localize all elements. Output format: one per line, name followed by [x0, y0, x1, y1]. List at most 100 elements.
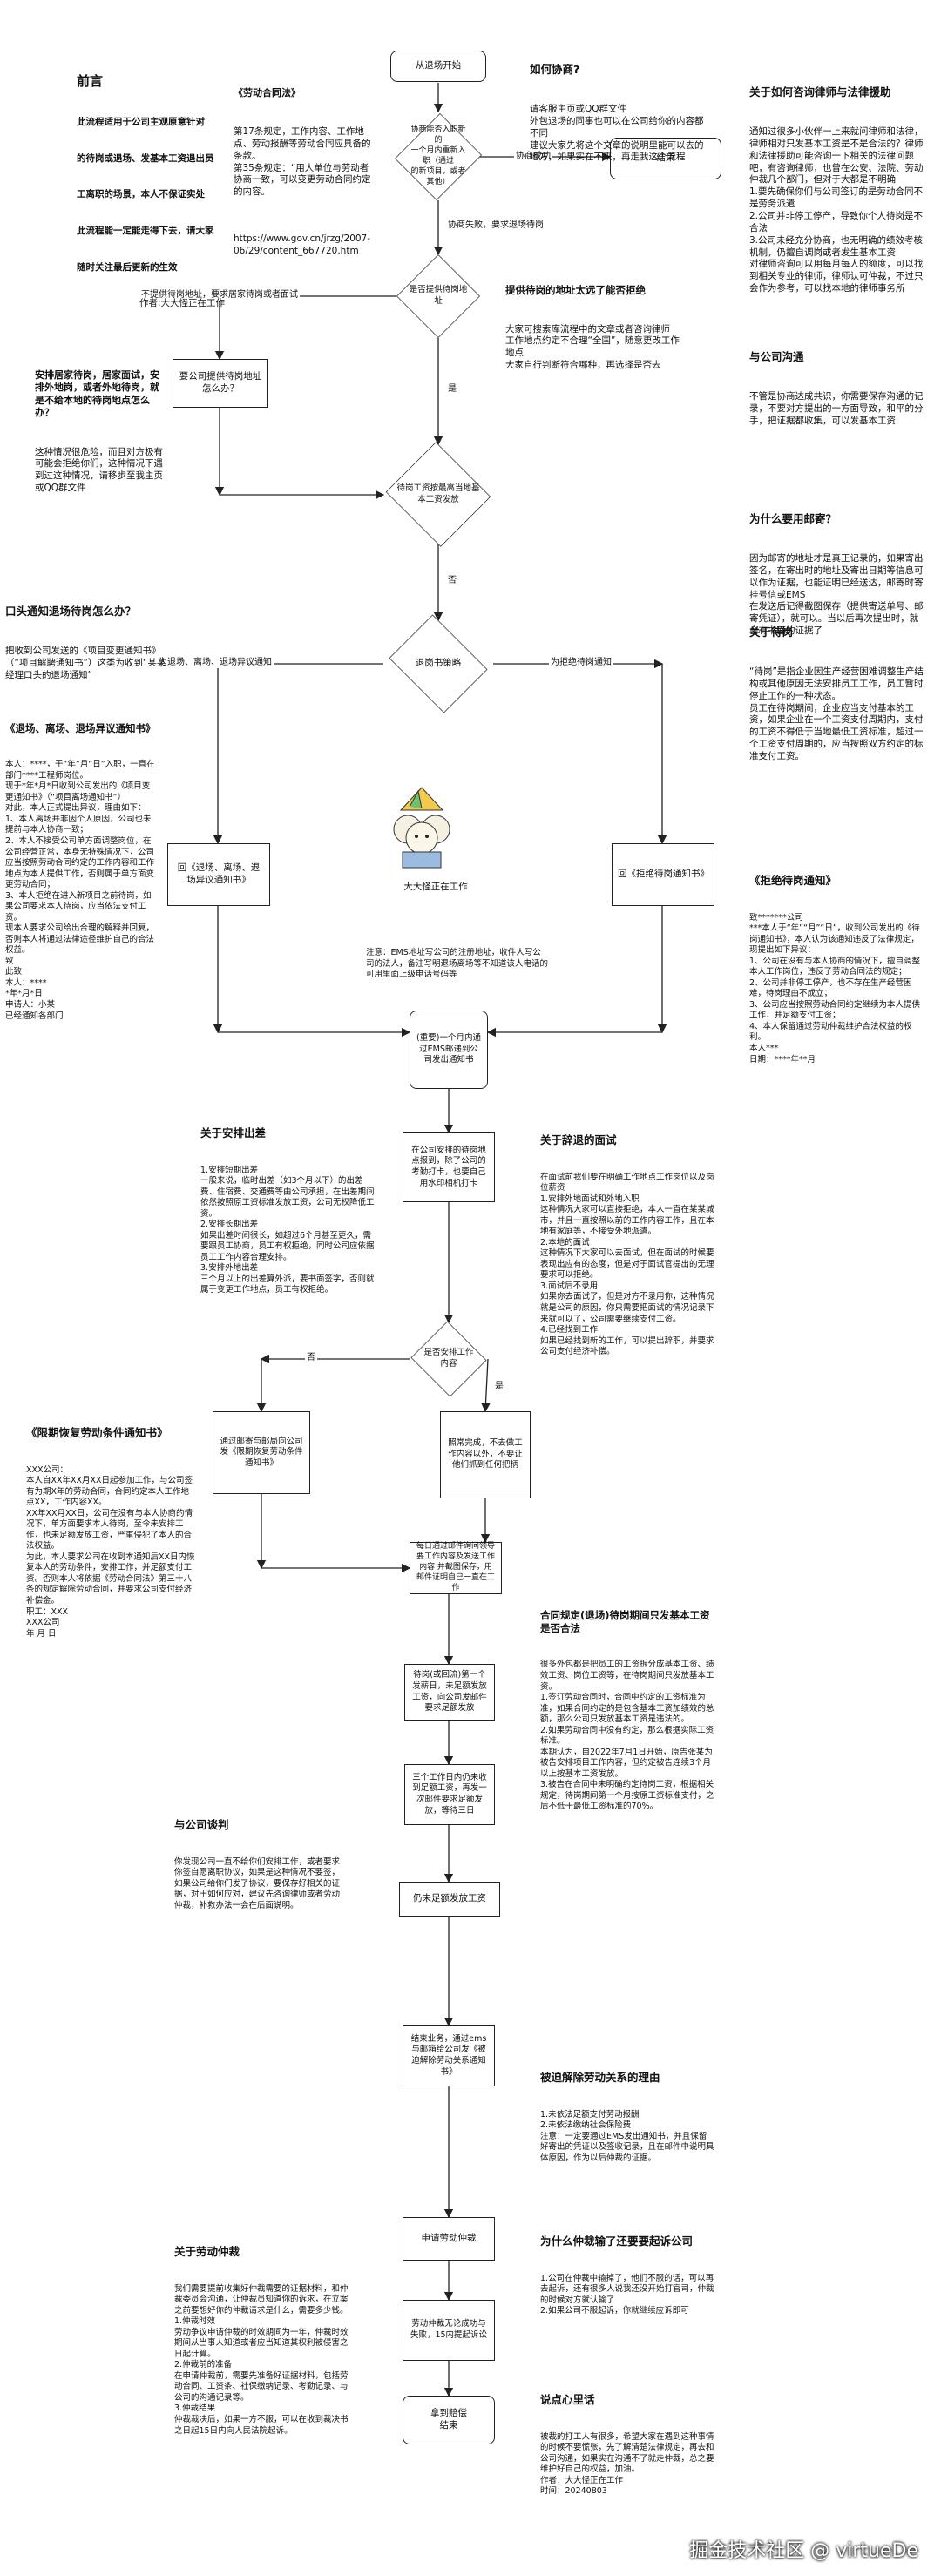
- flow-left-notice: 回《退场、离场、退场异议通知书》: [167, 843, 270, 906]
- flow-end-bottom: 拿到赔偿 结束: [403, 2396, 495, 2444]
- forced-release-title: 被迫解除劳动关系的理由: [540, 2071, 660, 2085]
- edge-label-strategy-left: 为退场、离场、退场异议通知: [157, 657, 274, 669]
- communicate-block: 与公司沟通 不管是协商达成共识，你需要保存沟通的记录，不要对方提出的一方面导致，…: [749, 326, 924, 439]
- company-talk-block: 与公司谈判 你发现公司一直不给你们安排工作，或者要求你签自愿离职协议，如果是这种…: [174, 1796, 340, 1923]
- flow-first-payday: 待岗(或回流)第一个发薪日，未足额发放工资，向公司发邮件要求足额发放: [404, 1664, 495, 1721]
- flow-decision-address-label: 是否提供待岗地址: [409, 285, 468, 306]
- flow-report-post-label: 在公司安排的待岗地点报到，除了公司的考勤打卡，也要自己用水印相机打卡: [411, 1145, 486, 1188]
- flow-report-post: 在公司安排的待岗地点报到，除了公司的考勤打卡，也要自己用水印相机打卡: [403, 1132, 495, 1202]
- flow-decision-pay: 待岗工资按最高当地基本工资发放: [383, 442, 493, 547]
- base-salary-title: 合同规定(退场)待岗期间只发基本工资是否合法: [540, 1609, 710, 1635]
- leave-objection-block: 《退场、离场、退场异议通知书》 本人：****，于“年”月“日”入职，一直在部门…: [5, 700, 158, 1033]
- flow-wait-three-days: 三个工作日内仍未收到足额工资，再发一次邮件要求足额发放，等待三日: [404, 1764, 495, 1825]
- flow-arbitration: 申请劳动仲裁: [403, 2217, 495, 2261]
- reject-wait-text: 致*******公司 ***本人于“年”“月”“日”，收到公司发出的《待岗通知书…: [749, 912, 921, 1065]
- flow-ask-address: 要公司提供待岗地址怎么办？: [173, 359, 268, 408]
- edge-label-negotiate-no: 协商失败，要求退场待岗: [446, 220, 545, 232]
- flow-send-ems-label: (重要)一个月内通过EMS邮递到公司发出通知书: [416, 1033, 481, 1065]
- flow-right-notice-label: 回《拒绝待岗通知书》: [618, 869, 709, 880]
- about-wait-block: 关于待岗 “待岗”是指企业因生产经营困难调整生产结构或其他原因无法安排员工工作，…: [749, 601, 924, 775]
- edge-label-work-yes: 是: [493, 1381, 505, 1393]
- lawyer-block: 关于如何咨询律师与法律援助 通知过很多小伙伴一上来就问律师和法律，律师相对只发基…: [749, 61, 924, 308]
- business-trip-title: 关于安排出差: [200, 1126, 267, 1140]
- edge-label-negotiate-yes: 协商成功: [514, 151, 552, 163]
- why-mail-block: 为什么要用邮寄？ 因为邮寄的地址才是真正记录的，如果寄出签名，在寄出时的地址及寄…: [749, 488, 924, 650]
- preface-line-4: 此流程能一定能走得下去，请大家: [77, 225, 214, 236]
- far-address-title: 提供待岗的地址太远了能否拒绝: [505, 283, 646, 296]
- lawyer-title: 关于如何咨询律师与法律援助: [749, 85, 891, 98]
- sue-text: 1.公司在仲裁中输掉了，他们不服的话，可以再去起诉，还有很多人说我还没开始打官司…: [540, 2273, 714, 2316]
- watermark-footer: 掘金技术社区 @ virtueDe: [689, 2539, 918, 2562]
- flow-decision-negotiate-label: 协商能否入职新的 一个月内重新入职（通过 的新项目，或者 其他）: [410, 125, 466, 186]
- flow-start: 从退场开始: [390, 51, 486, 82]
- verbal-notice-block: 口头通知退场待岗怎么办？ 把收到公司发送的《项目变更通知书》（“项目解聘通知书”…: [5, 580, 171, 693]
- flow-lawsuit: 劳动仲裁无论成功与失败，15内提起诉讼: [403, 2300, 495, 2361]
- mascot-caption: 大大怪正在工作: [403, 882, 468, 892]
- flow-decision-strategy-label: 退岗书策略: [415, 658, 462, 669]
- closing-title: 说点心里话: [540, 2393, 595, 2407]
- arbitration-block: 关于劳动仲裁 我们需要提前收集好仲裁需要的证据材料，和仲裁委员会沟通，让仲裁员知…: [174, 2223, 349, 2448]
- flow-release-notice: 结束业务，通过ems与邮箱给公司发《被迫解除劳动关系通知书》: [403, 2025, 495, 2086]
- why-mail-text: 因为邮寄的地址才是真正记录的，如果寄出签名，在寄出时的地址及寄出日期等信息可以作…: [749, 552, 924, 637]
- recover-notice-block: 《限期恢复劳动条件通知书》 XXX公司： 本人自XX年XX月XX日起参加工作，与…: [26, 1404, 196, 1651]
- communicate-title: 与公司沟通: [749, 349, 804, 363]
- preface-author: 作者:大大怪正在工作: [139, 298, 225, 309]
- edge-label-pay-no: 否: [446, 575, 458, 587]
- flow-ask-address-label: 要公司提供待岗地址怎么办？: [179, 371, 262, 394]
- far-address-text: 大家可搜索库流程中的文章或者咨询律师 工作地点约定不合理“全国”，随意更改工作地…: [505, 323, 680, 371]
- company-talk-text: 你发现公司一直不给你们安排工作，或者要求你签自愿离职协议，如果是这种情况不要签，…: [174, 1856, 341, 1910]
- flow-send-ems: (重要)一个月内通过EMS邮递到公司发出通知书: [410, 1011, 488, 1089]
- about-wait-text: “待岗”是指企业因生产经营困难调整生产结构或其他原因无法安排员工工作，员工暂时停…: [749, 666, 924, 761]
- labor-law-title: 《劳动合同法》: [234, 86, 301, 98]
- negotiate-block: 如何协商? 请客服主页或QQ群文件 外包退场的同事也可以在公司给你的内容都不同 …: [530, 38, 704, 176]
- home-wait-text: 这种情况很危险，而且对方极有可能会拒绝你们，这种情况下遇到过这种情况，请移步至我…: [35, 446, 163, 494]
- flow-start-label: 从退场开始: [415, 60, 462, 71]
- preface-block: 前言 此流程适用于公司主观原意针对 的待岗或退场、发基本工资退出员 工离职的场景…: [77, 49, 225, 322]
- forced-release-block: 被迫解除劳动关系的理由 1.未依法足额支付劳动报酬 2.未依法缴纳社会保险费 注…: [540, 2049, 714, 2175]
- labor-law-text: 第17条规定，工作内容、工作地点、劳动报酬等劳动合同应具备的条款。 第35条规定…: [234, 125, 371, 198]
- far-address-block: 提供待岗的地址太远了能否拒绝 大家可搜索库流程中的文章或者咨询律师 工作地点约定…: [505, 260, 680, 384]
- flow-do-work: 照常完成，不去做工作内容以外，不要让他们抓到任何把柄: [440, 1411, 531, 1498]
- flow-decision-pay-label: 待岗工资按最高当地基本工资发放: [396, 483, 480, 504]
- preface-line-5: 随时关注最后更新的生效: [77, 261, 178, 273]
- edge-label-strategy-right: 为拒绝待岗通知: [549, 657, 613, 669]
- sue-title: 为什么仲裁输了还要要起诉公司: [540, 2235, 694, 2248]
- business-trip-text: 1.安排短期出差 一般来说，临时出差（如3个月以下）的出差费、住宿费、交通费等由…: [200, 1165, 375, 1295]
- flow-send-recover: 通过邮寄与邮局向公司发《限期恢复劳动条件通知书》: [213, 1411, 310, 1494]
- business-trip-block: 关于安排出差 1.安排短期出差 一般来说，临时出差（如3个月以下）的出差费、住宿…: [200, 1105, 375, 1308]
- preface-title: 前言: [77, 72, 104, 89]
- home-wait-block: 安排居家待岗，居家面试，安排外地岗，或者外地待岗，就是不给本地的待岗地点怎么办？…: [35, 345, 166, 507]
- verbal-notice-text: 把收到公司发送的《项目变更通知书》（“项目解聘通知书”）这类为收到“某某经理口头…: [5, 645, 166, 680]
- flow-send-recover-label: 通过邮寄与邮局向公司发《限期恢复劳动条件通知书》: [220, 1436, 303, 1468]
- preface-line-2: 的待岗或退场、发基本工资退出员: [77, 152, 214, 164]
- reject-wait-title: 《拒绝待岗通知》: [749, 874, 837, 888]
- interview-block: 关于辞退的面试 在面试前我们要在明确工作地点工作岗位以及岗位薪资 1.安排外地面…: [540, 1112, 714, 1369]
- flow-release-notice-label: 结束业务，通过ems与邮箱给公司发《被迫解除劳动关系通知书》: [410, 2033, 487, 2077]
- leave-objection-text: 本人：****，于“年”月“日”入职，一直在部门****工程师岗位。 现于*年*…: [5, 760, 155, 1021]
- recover-notice-text: XXX公司： 本人自XX年XX月XX日起参加工作，与公司签有为期X年的劳动合同，…: [26, 1464, 195, 1639]
- about-wait-title: 关于待岗: [749, 625, 794, 639]
- flow-lawsuit-label: 劳动仲裁无论成功与失败，15内提起诉讼: [410, 2319, 488, 2340]
- negotiate-title: 如何协商?: [530, 62, 580, 76]
- flow-end-top: 结束: [610, 138, 721, 179]
- home-wait-title: 安排居家待岗，居家面试，安排外地岗，或者外地待岗，就是不给本地的待岗地点怎么办？: [35, 368, 159, 419]
- flow-wait-three-days-label: 三个工作日内仍未收到足额工资，再发一次邮件要求足额发放，等待三日: [412, 1772, 487, 1815]
- leave-objection-title: 《退场、离场、退场异议通知书》: [5, 722, 156, 735]
- arbitration-text: 我们需要提前收集好仲裁需要的证据材料，和仲裁委员会沟通，让仲裁员知道你的诉求，在…: [174, 2283, 349, 2436]
- flow-decision-address: 是否提供待岗地址: [396, 254, 480, 338]
- labor-law-url[interactable]: https://www.gov.cn/jrzg/2007-06/29/conte…: [234, 233, 371, 256]
- closing-text: 被裁的打工人有很多，希望大家在遇到这种事情的时候不要慌张，先了解清楚法律规定，再…: [540, 2431, 714, 2497]
- labor-law-block: 《劳动合同法》 第17条规定，工作内容、工作地点、劳动报酬等劳动合同应具备的条款…: [234, 63, 373, 269]
- reject-wait-block: 《拒绝待岗通知》 致*******公司 ***本人于“年”“月”“日”，收到公司…: [749, 852, 924, 1077]
- flow-daily-check: 每日通过邮件询问领导要工作内容及发送工作内容 并截图保存，用邮件证明自己一直在工…: [410, 1542, 502, 1594]
- negotiate-text: 请客服主页或QQ群文件 外包退场的同事也可以在公司给你的内容都不同 建议大家先将…: [530, 103, 704, 163]
- why-mail-title: 为什么要用邮寄？: [749, 511, 837, 525]
- flow-do-work-label: 照常完成，不去做工作内容以外，不要让他们抓到任何把柄: [448, 1438, 523, 1471]
- lawyer-text: 通知过很多小伙伴一上来就问律师和法律，律师相对只发基本工资是不是合法的？律师和法…: [749, 125, 924, 294]
- preface-line-1: 此流程适用于公司主观原意针对: [77, 117, 205, 128]
- verbal-notice-title: 口头通知退场待岗怎么办？: [5, 604, 137, 618]
- base-salary-block: 合同规定(退场)待岗期间只发基本工资是否合法 很多外包都是把员工的工资拆分成基本…: [540, 1587, 719, 1823]
- interview-title: 关于辞退的面试: [540, 1133, 617, 1147]
- sue-block: 为什么仲裁输了还要要起诉公司 1.公司在仲裁中输掉了，他们不服的话，可以再去起诉…: [540, 2213, 714, 2328]
